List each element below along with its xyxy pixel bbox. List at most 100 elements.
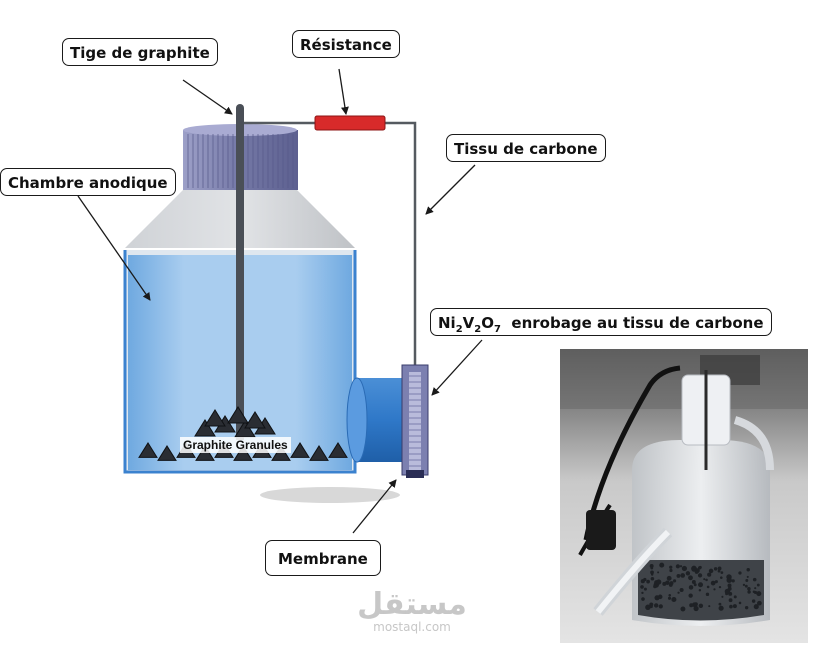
- photo-speck: [677, 591, 680, 594]
- granule: [157, 445, 177, 461]
- granule: [290, 442, 310, 458]
- photo-speck: [742, 583, 746, 587]
- granule: [328, 442, 348, 458]
- photo-speck: [746, 567, 750, 572]
- photo-speck: [645, 604, 651, 611]
- wire: [244, 121, 417, 372]
- photo-speck: [640, 579, 645, 584]
- photo-speck: [726, 577, 732, 583]
- photo-speck: [680, 573, 686, 578]
- leader-membrane: [352, 479, 397, 534]
- photo-speck: [721, 595, 724, 598]
- photo-speck: [731, 579, 735, 583]
- photo-speck: [693, 583, 697, 587]
- leader-resistance: [338, 68, 349, 115]
- photo-speck: [698, 589, 702, 592]
- photo-speck: [753, 604, 759, 610]
- coating-label-part: Ni: [438, 314, 456, 332]
- leader-chambre: [77, 195, 151, 301]
- photo-speck: [653, 584, 657, 589]
- granule: [204, 409, 226, 427]
- photo-speck: [656, 579, 662, 585]
- coating-label-part: 7: [494, 324, 501, 335]
- watermark-arabic: مستقل: [357, 587, 467, 622]
- photo-speck: [667, 596, 672, 600]
- photo-speck: [667, 581, 670, 584]
- photo-speck: [744, 605, 749, 610]
- photo-speck: [671, 596, 677, 603]
- leader-lines: [77, 68, 483, 534]
- granule: [138, 442, 158, 458]
- photo-speck: [752, 590, 756, 594]
- photo-speck: [679, 588, 684, 593]
- granule: [233, 445, 253, 461]
- coating-label-part: 2: [455, 324, 463, 335]
- photo-speck: [650, 570, 654, 575]
- photo-speck: [669, 581, 674, 586]
- leader-tissu: [425, 164, 476, 215]
- photo-speck: [732, 604, 737, 609]
- photo-speck: [718, 602, 722, 606]
- photo-speck: [720, 571, 724, 574]
- leader-tige: [182, 79, 233, 115]
- photo-speck: [685, 571, 691, 576]
- photo-speck: [698, 603, 704, 609]
- membrane-assembly: [401, 364, 429, 478]
- photo-speck: [727, 583, 732, 588]
- photo-speck: [676, 573, 681, 578]
- shadow: [260, 487, 400, 503]
- label-chambre-anodique: Chambre anodique: [0, 168, 176, 196]
- photo-speck: [752, 577, 757, 582]
- photo-speck: [718, 605, 724, 611]
- photo-speck: [744, 584, 748, 588]
- photo-speck: [654, 603, 659, 608]
- photo-speck: [713, 588, 716, 591]
- side-arm: [346, 377, 410, 463]
- photo-speck: [659, 562, 665, 568]
- photo-speck: [669, 568, 673, 573]
- coating-label-part: 2: [474, 324, 482, 335]
- photo-speck: [654, 595, 660, 601]
- photo-speck: [738, 571, 742, 575]
- photo-speck: [675, 564, 680, 569]
- label-coating: Ni2V2O7 enrobage au tissu de carbone: [430, 308, 772, 336]
- photo-speck: [657, 571, 660, 574]
- photo-speck: [650, 566, 654, 570]
- granule: [195, 445, 215, 461]
- photo-speck: [733, 595, 737, 599]
- photo-speck: [691, 580, 696, 584]
- photo-speck: [673, 579, 677, 583]
- photo-speck: [738, 601, 742, 605]
- photo-speck: [727, 586, 732, 591]
- photo-speck: [705, 592, 710, 597]
- leader-coating: [431, 339, 483, 396]
- photo-speck: [754, 587, 757, 590]
- photo-speck: [641, 597, 645, 601]
- photo-speck: [757, 600, 762, 606]
- chamber-outline: [123, 250, 357, 474]
- graphite-rod: [236, 108, 244, 440]
- label-resistance: Résistance: [292, 30, 400, 58]
- photo-speck: [751, 599, 756, 603]
- photo-speck: [757, 593, 761, 596]
- coating-label-part: V: [462, 314, 475, 332]
- photo-speck: [708, 568, 714, 574]
- photo-speck: [707, 572, 712, 577]
- photo-speck: [708, 605, 711, 608]
- coating-label-part: enrobage au tissu de carbone: [500, 314, 764, 332]
- photo-speck: [728, 598, 733, 603]
- photo-speck: [689, 603, 694, 608]
- photo-speck: [694, 570, 699, 574]
- graphite-rod-tip: [236, 104, 244, 112]
- photo-speck: [697, 573, 703, 578]
- label-tige-de-graphite: Tige de graphite: [62, 38, 218, 66]
- photo-speck: [717, 569, 721, 573]
- photo-speck: [643, 587, 647, 591]
- photo-speck: [703, 578, 706, 581]
- granule: [194, 419, 216, 437]
- photo-speck: [658, 604, 663, 609]
- photo-speck: [680, 606, 686, 612]
- photo-speck: [693, 605, 699, 612]
- photo-speck: [679, 565, 683, 568]
